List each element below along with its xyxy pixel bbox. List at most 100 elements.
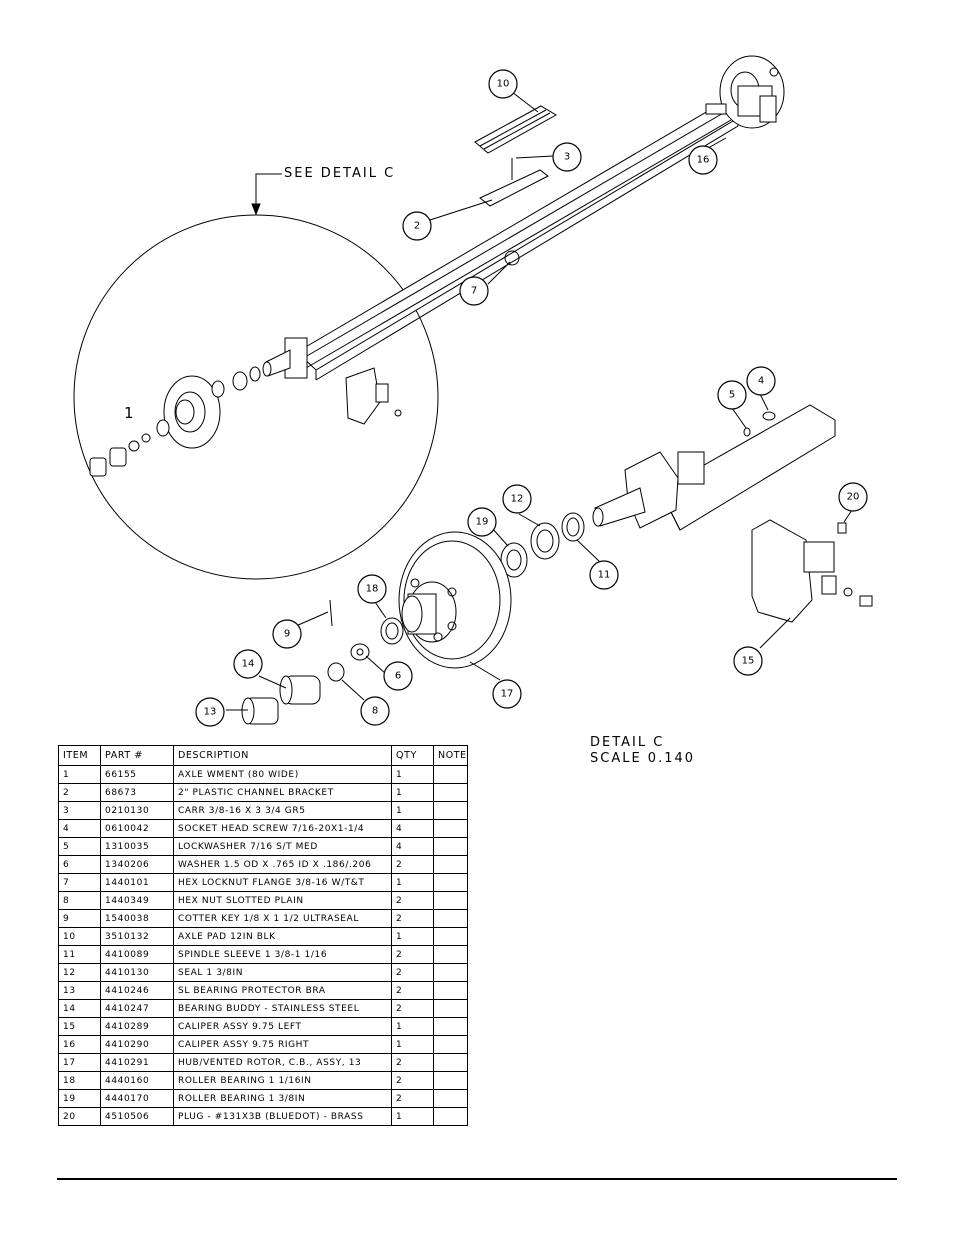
balloon-2	[402, 211, 432, 241]
cell-note	[433, 909, 468, 928]
cell-description: HUB/VENTED ROTOR, C.B., ASSY, 13	[173, 1053, 392, 1072]
cell-note	[433, 981, 468, 1000]
cell-note	[433, 1017, 468, 1036]
cell-note	[433, 783, 468, 802]
cell-qty: 2	[391, 855, 434, 874]
balloon-label: 14	[242, 659, 255, 670]
balloon-label: 2	[414, 221, 420, 232]
cell-qty: 1	[391, 765, 434, 784]
cell-part-number: 1440101	[100, 873, 174, 892]
cell-item: 19	[58, 1089, 101, 1108]
cell-note	[433, 1071, 468, 1090]
cell-note	[433, 1035, 468, 1054]
balloon-label: 12	[511, 494, 524, 505]
front-small-parts	[241, 599, 404, 725]
hub-vented-rotor	[398, 531, 512, 669]
cell-note	[433, 873, 468, 892]
cell-description: CALIPER ASSY 9.75 LEFT	[173, 1017, 392, 1036]
header-description: DESCRIPTION	[173, 745, 392, 766]
cell-part-number: 4410089	[100, 945, 174, 964]
cell-note	[433, 945, 468, 964]
balloon-label: 20	[847, 492, 860, 503]
cell-item: 17	[58, 1053, 101, 1072]
cell-item: 5	[58, 837, 101, 856]
cell-note	[433, 801, 468, 820]
header-note: NOTE	[433, 745, 468, 766]
cell-qty: 1	[391, 783, 434, 802]
cell-description: 2" PLASTIC CHANNEL BRACKET	[173, 783, 392, 802]
cell-description: AXLE WMENT (80 WIDE)	[173, 765, 392, 784]
cell-part-number: 4410130	[100, 963, 174, 982]
cell-item: 15	[58, 1017, 101, 1036]
balloon-15	[733, 646, 763, 676]
cell-note	[433, 999, 468, 1018]
balloon-label: 17	[501, 689, 514, 700]
cell-description: ROLLER BEARING 1 1/16IN	[173, 1071, 392, 1090]
cell-note	[433, 855, 468, 874]
cell-qty: 1	[391, 927, 434, 946]
cell-item: 18	[58, 1071, 101, 1090]
balloon-label: 18	[366, 584, 379, 595]
detail-caption-title: DETAIL C	[590, 735, 665, 750]
balloon-9	[272, 619, 302, 649]
cell-part-number: 1310035	[100, 837, 174, 856]
cell-item: 11	[58, 945, 101, 964]
cell-qty: 2	[391, 1053, 434, 1072]
cell-part-number: 1440349	[100, 891, 174, 910]
item-one-label: 1	[124, 404, 134, 422]
near-end-spindle	[262, 337, 308, 379]
cell-part-number: 1540038	[100, 909, 174, 928]
cell-description: SL BEARING PROTECTOR BRA	[173, 981, 392, 1000]
balloon-label: 3	[564, 152, 570, 163]
balloon-label: 4	[758, 376, 764, 387]
header-qty: QTY	[391, 745, 434, 766]
axle-tube	[296, 103, 739, 381]
cell-part-number: 1340206	[100, 855, 174, 874]
balloon-label: 7	[471, 286, 477, 297]
cell-qty: 1	[391, 801, 434, 820]
cell-note	[433, 837, 468, 856]
balloon-label: 16	[697, 155, 710, 166]
detail-caliper	[345, 367, 402, 425]
cell-description: SPINDLE SLEEVE 1 3/8-1 1/16	[173, 945, 392, 964]
cell-qty: 2	[391, 909, 434, 928]
balloon-11	[589, 560, 619, 590]
channel-bracket	[479, 169, 549, 207]
cell-item: 16	[58, 1035, 101, 1054]
cell-description: CALIPER ASSY 9.75 RIGHT	[173, 1035, 392, 1054]
cell-part-number: 4410247	[100, 999, 174, 1018]
cell-qty: 2	[391, 1071, 434, 1090]
detail-hub-rotor	[156, 366, 261, 449]
cell-note	[433, 1089, 468, 1108]
cell-qty: 4	[391, 837, 434, 856]
cell-note	[433, 765, 468, 784]
cell-description: AXLE PAD 12IN BLK	[173, 927, 392, 946]
cell-description: HEX NUT SLOTTED PLAIN	[173, 891, 392, 910]
balloon-17	[492, 679, 522, 709]
cell-description: CARR 3/8-16 X 3 3/4 GR5	[173, 801, 392, 820]
cell-description: ROLLER BEARING 1 3/8IN	[173, 1089, 392, 1108]
cell-part-number: 4410289	[100, 1017, 174, 1036]
cell-note	[433, 891, 468, 910]
detail-caption: DETAIL C SCALE 0.140	[590, 735, 695, 767]
see-detail-label: SEE DETAIL C	[284, 166, 396, 181]
balloon-12	[502, 484, 532, 514]
balloon-10	[488, 69, 518, 99]
cell-note	[433, 819, 468, 838]
cell-item: 8	[58, 891, 101, 910]
seals-and-bearings	[500, 512, 585, 578]
cell-qty: 2	[391, 945, 434, 964]
cell-item: 7	[58, 873, 101, 892]
cell-item: 14	[58, 999, 101, 1018]
cell-part-number: 4510506	[100, 1107, 174, 1126]
balloon-14	[233, 649, 263, 679]
